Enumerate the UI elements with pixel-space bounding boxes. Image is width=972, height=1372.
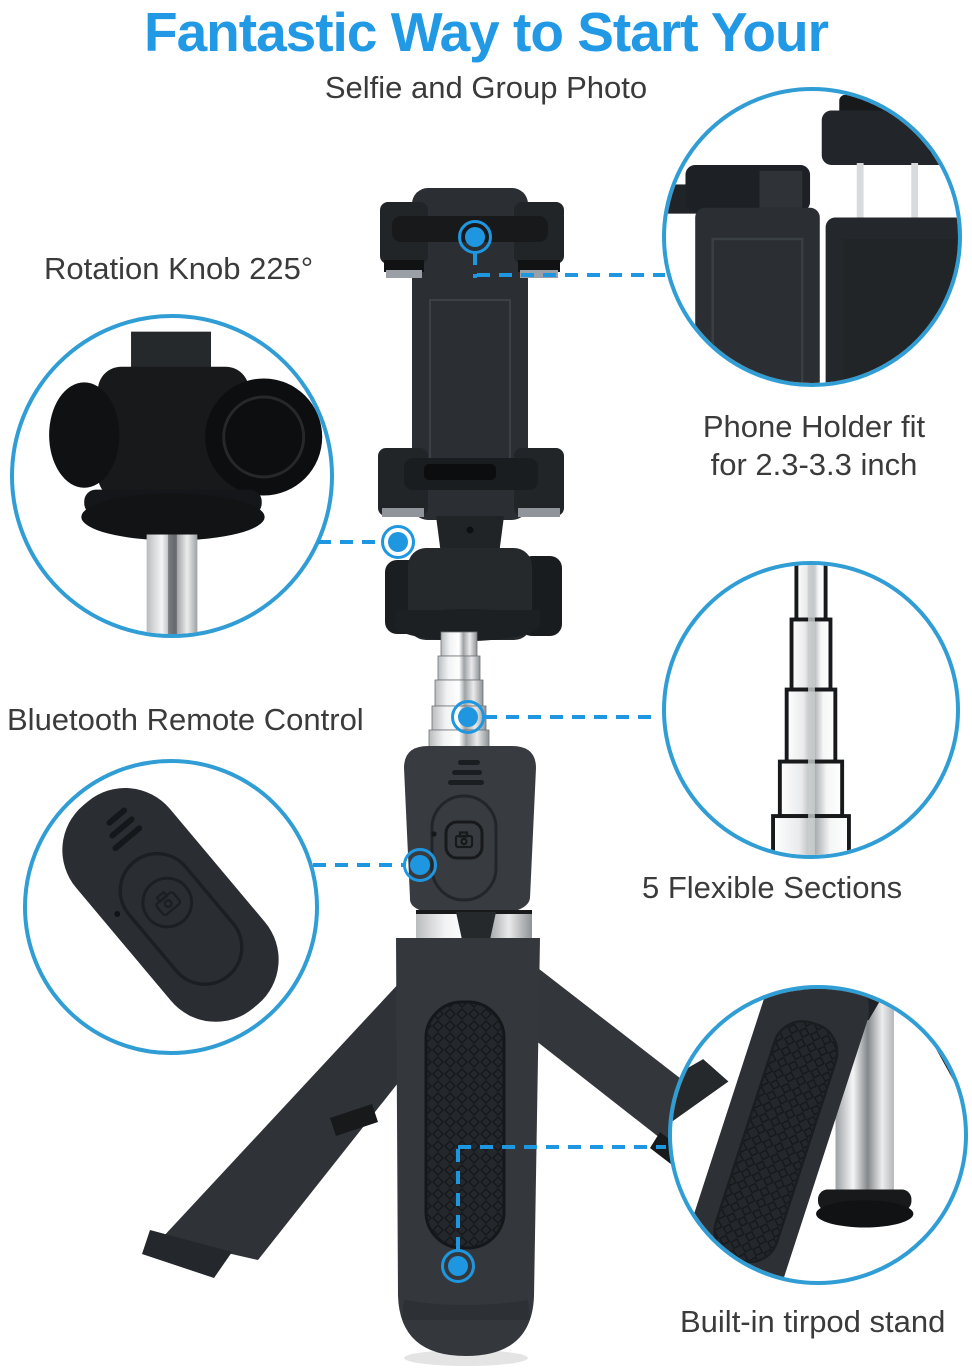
- page-subtitle: Selfie and Group Photo: [324, 70, 648, 105]
- label-phone-holder-line1: Phone Holder fit: [702, 409, 926, 444]
- callout-anchor-dot-tripod-stand: [441, 1249, 475, 1283]
- telescopic-pole: [428, 631, 490, 751]
- phone-holder-clamps-zoom-image: [666, 94, 958, 383]
- remote-led: [114, 911, 121, 917]
- label-rotation-knob: Rotation Knob 225°: [44, 251, 314, 286]
- label-phone-holder-line2: for 2.3-3.3 inch: [710, 446, 918, 482]
- camera-icon: [155, 890, 182, 917]
- leader-line-phone-holder-vertical: [473, 252, 477, 278]
- grip-leg: [396, 938, 540, 1366]
- callout-circle-phone-holder: [662, 87, 962, 387]
- remote-outline: [430, 794, 498, 902]
- leader-line-phone-holder: [477, 273, 665, 277]
- label-tripod-stand: Built-in tirpod stand: [680, 1304, 946, 1339]
- label-flexible-sections: 5 Flexible Sections: [642, 870, 903, 905]
- callout-circle-bluetooth-remote: [23, 759, 319, 1055]
- page-title: Fantastic Way to Start Your: [143, 1, 829, 63]
- remote-vents: [106, 807, 143, 852]
- leader-line-bluetooth-remote: [313, 863, 405, 867]
- phone-holder: [378, 188, 564, 562]
- telescopic-sections-zoom-image: [771, 565, 851, 855]
- callout-anchor-dot-bluetooth-remote: [403, 848, 437, 882]
- rotation-knob: [385, 548, 562, 641]
- callout-circle-flexible-sections: [662, 561, 960, 859]
- leader-line-rotation-knob: [318, 540, 384, 544]
- callout-circle-rotation-knob: [10, 314, 334, 638]
- label-bluetooth-remote: Bluetooth Remote Control: [7, 702, 364, 737]
- rotation-knob-zoom-image: [49, 331, 323, 634]
- leg-tip-left: [672, 1059, 729, 1122]
- leader-line-tripod-stand-vertical: [456, 1149, 460, 1251]
- label-phone-holder: Phone Holder fit for 2.3-3.3 inch: [658, 408, 970, 484]
- callout-circle-tripod-stand: [668, 985, 968, 1285]
- grip-texture: [424, 1000, 506, 1250]
- tripod-legs: [142, 948, 716, 1278]
- callout-anchor-dot-phone-holder: [458, 220, 492, 254]
- speaker-vents: [448, 760, 484, 785]
- pole-base: [816, 1200, 914, 1228]
- callout-anchor-dot-rotation-knob: [381, 525, 415, 559]
- remote-shutter-button: [141, 876, 194, 929]
- remote-button-recess: [118, 851, 244, 986]
- handle: [404, 746, 536, 916]
- bluetooth-remote-zoom-image: [62, 787, 279, 1022]
- clamp-left: [666, 164, 820, 383]
- shutter-button: [444, 820, 484, 860]
- tripod-stand-zoom-image: [672, 989, 964, 1281]
- led-dot: [431, 831, 437, 837]
- leader-line-flexible-sections: [484, 715, 660, 719]
- callout-anchor-dot-flexible-sections: [451, 700, 485, 734]
- camera-icon: [454, 831, 474, 849]
- leader-line-tripod-stand: [458, 1145, 666, 1149]
